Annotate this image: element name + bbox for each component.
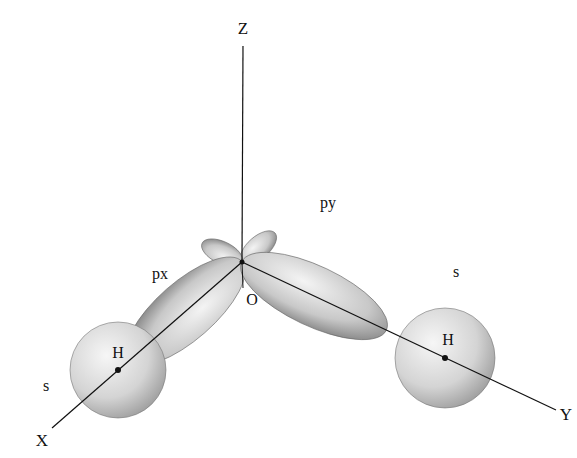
axis-label: Z — [238, 20, 248, 37]
axis-label: Y — [560, 406, 572, 423]
nucleus-dot — [240, 260, 245, 265]
y-axis — [242, 262, 556, 410]
orbital-label: s — [43, 378, 49, 394]
nucleus-dot — [115, 367, 121, 373]
nucleus-dot — [442, 355, 448, 361]
orbital-label: py — [320, 195, 336, 211]
z-axis — [242, 46, 243, 262]
o-leader — [242, 262, 243, 288]
h-sphere — [395, 308, 495, 408]
axis-label: X — [36, 432, 48, 449]
orbital-label: px — [152, 266, 168, 282]
atom-label: H — [112, 345, 124, 361]
x-axis — [52, 262, 242, 428]
h-sphere — [70, 322, 166, 418]
atom-label: O — [246, 292, 258, 308]
orbital-label: s — [453, 264, 459, 280]
atom-label: H — [442, 332, 454, 348]
